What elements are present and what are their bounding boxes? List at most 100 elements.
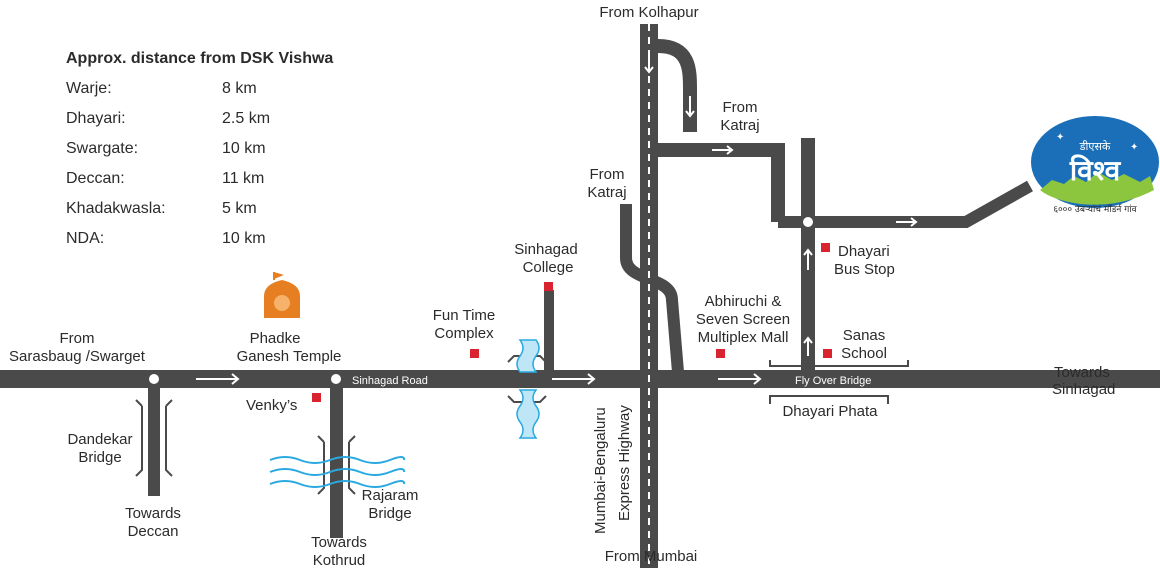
distance-row-dhayari: Dhayari: 2.5 km [66,108,333,138]
rajaram-bridge-left [317,435,325,495]
express-highway [640,24,658,568]
distance-value: 5 km [222,200,257,217]
label-highway-1: Mumbai-Bengaluru [592,407,609,534]
label-dandekar-2: Bridge [78,449,121,466]
star-icon: ✦ [1130,142,1138,153]
direction-arrows [196,50,918,385]
bridge-markers [135,355,909,495]
dhayari-bus-stop-marker [821,243,830,252]
label-from-kolhapur: From Kolhapur [599,4,698,21]
abhiruchi-marker [716,349,725,358]
distance-row-swargate: Swargate: 10 km [66,138,333,168]
label-from-katraj-right-2: Katraj [720,117,759,134]
label-towards-sinhagad-2: Sinhagad [1052,381,1115,398]
junction-dot [801,215,815,229]
label-from-sarasbaug-1: From [60,330,95,347]
venkys-marker [312,393,321,402]
logo-tagline: ६००० उंबऱ्यांचं मॉडर्न गांव [1053,203,1137,215]
distance-table: Approx. distance from DSK Vishwa Warje: … [66,50,333,258]
dsk-vishwa-logo: डीएसके विश्व ६००० उंबऱ्यांचं मॉडर्न गांव… [1031,116,1159,215]
canal-lower [516,389,540,439]
river-wave-2 [269,468,406,476]
distance-value: 10 km [222,140,266,157]
label-towards-kothrud-1: Towards [311,534,367,551]
water-features [269,339,540,488]
label-sanas-school-1: Sanas [843,327,886,344]
dhayari-phata-bracket [769,395,889,404]
logo-top-text: डीएसके [1079,140,1111,153]
label-phadke-1: Phadke [250,330,301,347]
distance-row-nda: NDA: 10 km [66,228,333,258]
label-abhiruchi-2: Seven Screen [696,311,790,328]
label-rajaram-2: Bridge [368,505,411,522]
sinhagad-college-marker [544,282,553,291]
road-network [0,24,1160,568]
distance-table-title: Approx. distance from DSK Vishwa [66,50,334,67]
distance-row-khadakwasla: Khadakwasla: 5 km [66,198,333,228]
logo-main-text: विश्व [1069,154,1122,187]
rajaram-bridge-right [348,435,356,495]
dandekar-bridge-right [165,399,173,477]
label-towards-deccan-1: Towards [125,505,181,522]
junction-dot [329,372,343,386]
arrow-icon [644,50,654,74]
river-wave-1 [269,456,406,464]
distance-row-warje: Warje: 8 km [66,78,333,108]
katraj-connector-road [650,143,785,222]
deccan-road [148,382,160,496]
label-dhayari-phata: Dhayari Phata [782,403,878,420]
arrow-icon [803,336,813,356]
katraj-left-road [620,204,684,373]
label-dandekar-1: Dandekar [67,431,132,448]
label-sinhagad-college-1: Sinhagad [514,241,577,258]
ganesh-temple-icon [264,272,300,318]
label-highway-2: Express Highway [616,405,633,521]
distance-value: 8 km [222,80,257,97]
dandekar-bridge-left [135,399,143,477]
label-sinhagad-road: Sinhagad Road [352,375,428,387]
distance-place: Dhayari: [66,110,126,127]
label-fly-over-bridge: Fly Over Bridge [795,375,871,387]
label-from-katraj-left-1: From [590,166,625,183]
junction-nodes [147,215,815,386]
label-towards-kothrud-2: Kothrud [313,552,366,568]
star-icon: ✦ [1056,132,1064,143]
distance-place: Swargate: [66,140,139,157]
arrow-icon [685,96,695,118]
label-towards-deccan-2: Deccan [128,523,179,540]
kolhapur-loop-road [657,39,697,132]
arrow-icon [803,248,813,270]
logo-skyline [1040,172,1154,205]
college-road [544,290,554,374]
distance-place: Khadakwasla: [66,200,166,217]
sanas-school-marker [823,349,832,358]
label-abhiruchi-1: Abhiruchi & [705,293,782,310]
distance-place: NDA: [66,230,105,247]
label-phadke-2: Ganesh Temple [237,348,342,365]
label-from-katraj-left-2: Katraj [587,184,626,201]
fly-over-bracket-top [769,360,909,367]
arrow-icon [896,217,918,227]
label-sinhagad-college-2: College [523,259,574,276]
label-from-sarasbaug-2: Sarasbaug /Swarget [9,348,146,365]
kothrud-road [330,382,343,538]
distance-value: 10 km [222,230,266,247]
label-from-mumbai: From Mumbai [605,548,698,565]
river-wave-3 [269,480,406,488]
arrow-icon [196,373,240,385]
distance-value: 11 km [222,170,265,187]
label-fun-time-1: Fun Time [433,307,496,324]
map-labels: From Kolhapur From Katraj From Katraj Si… [9,4,1115,568]
road-to-vishwa [778,180,1033,228]
fun-time-marker [470,349,479,358]
distance-value: 2.5 km [222,110,271,127]
label-rajaram-1: Rajaram [362,487,419,504]
label-dhayari-bus-stop-2: Bus Stop [834,261,895,278]
label-from-katraj-right-1: From [723,99,758,116]
label-dhayari-bus-stop-1: Dhayari [838,243,890,260]
label-venkys: Venky’s [246,397,297,414]
label-sanas-school-2: School [841,345,887,362]
canal-upper [516,339,540,373]
